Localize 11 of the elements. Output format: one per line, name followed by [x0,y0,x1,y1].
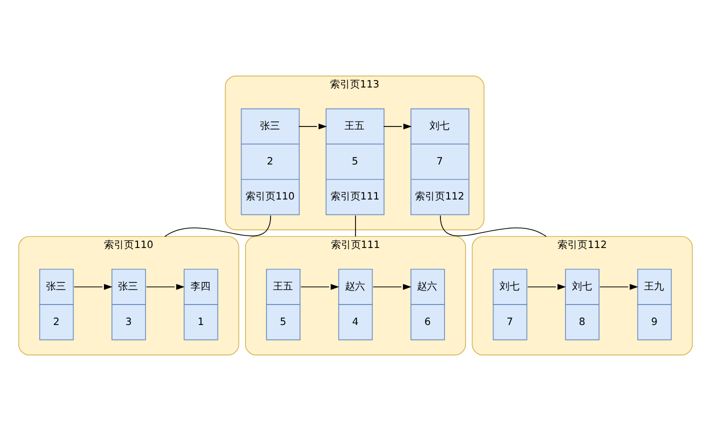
connector [164,215,272,237]
arrow [527,284,566,290]
arrow [146,284,185,290]
arrow [74,284,112,290]
arrow [599,284,638,290]
arrow [372,284,412,290]
arrow [298,124,327,130]
arrow [300,284,340,290]
connector [355,215,356,237]
connector [440,215,547,237]
arrow [383,124,412,130]
